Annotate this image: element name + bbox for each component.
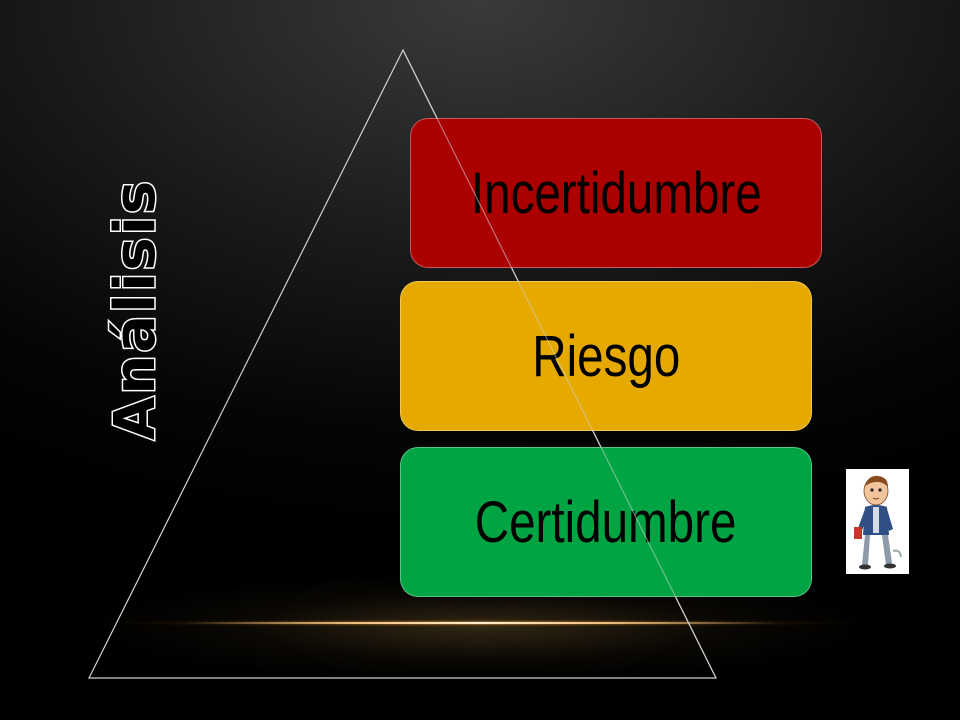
level-certidumbre: Certidumbre	[400, 447, 812, 597]
vertical-title-svg: Análisis	[102, 177, 170, 441]
level-label-riesgo: Riesgo	[531, 323, 681, 389]
vertical-title: Análisis	[103, 179, 168, 440]
level-label-incertidumbre: Incertidumbre	[470, 160, 762, 226]
level-riesgo: Riesgo	[400, 281, 812, 431]
person-walking-icon	[854, 475, 902, 570]
level-incertidumbre: Incertidumbre	[410, 118, 822, 268]
level-label-certidumbre: Certidumbre	[475, 489, 737, 555]
person-walking-clipart	[846, 469, 909, 574]
